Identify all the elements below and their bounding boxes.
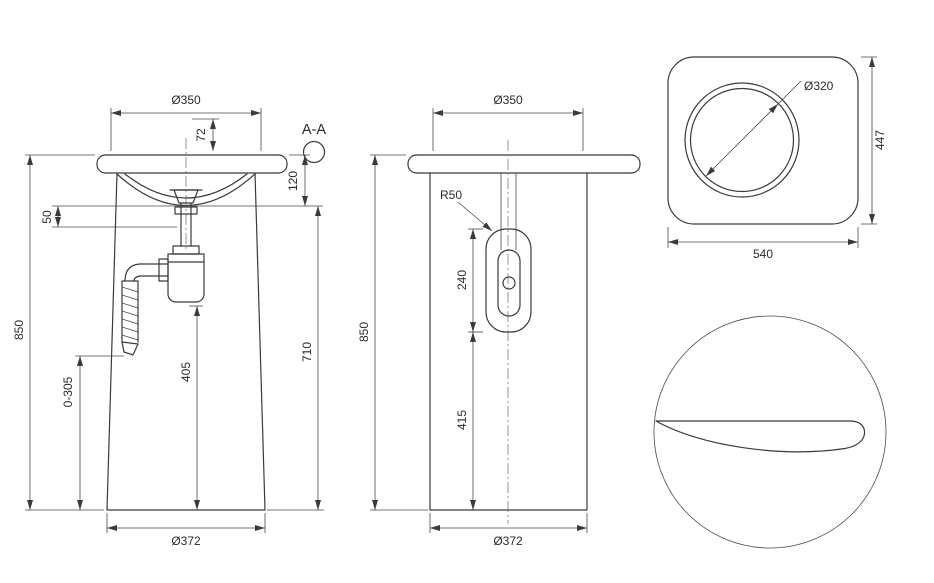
dim-label-bowl-inner-diameter: Ø320: [804, 79, 834, 93]
dim-recess-height: 240: [455, 228, 483, 332]
section-label: A-A: [302, 122, 327, 138]
extension-lines: [370, 154, 428, 511]
extension-lines: [106, 513, 266, 533]
bowl-outer-circle: [684, 82, 800, 198]
outlet-nut: [158, 258, 169, 282]
compression-nut-upper: [174, 206, 198, 215]
dim-overall-height-front: 850: [357, 154, 428, 511]
drain-trap-assembly: [121, 189, 205, 356]
detail-boundary-circle: [653, 315, 887, 549]
dim-recess-bottom-height: 415: [455, 331, 483, 510]
dim-base-diameter-side: Ø372: [106, 513, 266, 548]
dim-label-base-diameter: Ø372: [171, 534, 201, 548]
front-view: Ø350 R50 240 415 850 Ø372: [357, 93, 641, 548]
dim-label-recess-height: 240: [455, 270, 469, 290]
dimension-line: [705, 103, 779, 177]
dim-trap-height: 405: [179, 305, 203, 510]
dim-label-recess-radius: R50: [440, 188, 462, 202]
dim-basin-diameter-front: Ø350: [432, 93, 584, 151]
section-cut-circle: [302, 140, 326, 164]
dim-label-basin-diameter: Ø350: [493, 93, 523, 107]
dim-rim-depth: 120: [52, 154, 323, 207]
internal-waste-pipe: [500, 173, 517, 250]
leader-line: [777, 80, 802, 105]
drain-flange: [173, 189, 199, 204]
dim-label-basin-diameter: Ø350: [171, 93, 201, 107]
deck-outline: [667, 56, 859, 225]
dim-bowl-bottom-thickness: 50: [40, 206, 177, 228]
tailpiece-pipe: [180, 202, 192, 247]
flex-hose-ribs: [121, 286, 139, 341]
dim-label-overall-height: 850: [357, 322, 371, 342]
dim-overall-depth: 447: [861, 56, 887, 225]
dim-label-bowl-bottom-thickness: 50: [40, 210, 54, 224]
dim-label-overall-width: 540: [753, 247, 773, 261]
dim-overall-width: 540: [667, 227, 859, 261]
rim-section-profile: [655, 420, 866, 453]
flex-hose-tip: [121, 341, 139, 356]
extension-lines: [667, 227, 859, 248]
dim-outlet-adjustable-range: 0-305: [61, 355, 124, 510]
outlet-elbow: [124, 263, 141, 282]
dim-label-overall-depth: 447: [873, 130, 887, 150]
outlet-pipe: [139, 263, 169, 277]
pedestal-outline: [429, 172, 588, 511]
outlet-hole: [502, 276, 516, 290]
top-view: Ø320 447 540: [667, 56, 887, 261]
rim-profile: [407, 154, 641, 174]
dim-underrim-height: 710: [267, 206, 324, 511]
dim-overall-height-side: 850: [12, 154, 104, 511]
back-recess-outline: [485, 228, 532, 333]
extension-lines: [429, 513, 588, 533]
dim-drain-offset: 72: [192, 118, 219, 151]
dim-label-base-diameter: Ø372: [493, 534, 523, 548]
rim-profile: [96, 154, 288, 174]
dim-label-drain-offset: 72: [194, 128, 208, 142]
dim-label-trap-height: 405: [179, 362, 193, 382]
dim-label-rim-depth: 120: [286, 171, 300, 191]
pedestal-outline: [106, 172, 266, 511]
dim-basin-diameter: Ø350: [110, 93, 262, 151]
dim-bowl-inner-diameter: Ø320: [705, 79, 834, 177]
dim-recess-radius: R50: [440, 188, 493, 232]
dim-label-underrim-height: 710: [300, 342, 314, 362]
section-aa-detail: [653, 315, 887, 549]
bottle-trap-body: [167, 253, 205, 303]
bowl-inner-circle: [689, 87, 795, 193]
waste-outlet-slot: [497, 249, 521, 317]
extension-lines: [25, 154, 104, 511]
dim-label-outlet-adjustable-range: 0-305: [61, 376, 75, 407]
dim-label-recess-bottom-height: 415: [455, 410, 469, 430]
dim-base-diameter-front: Ø372: [429, 513, 588, 548]
dim-label-overall-height: 850: [12, 320, 26, 340]
leader-line: [457, 201, 493, 232]
side-section-view: A-A Ø350 72 120 50 850: [12, 93, 326, 548]
